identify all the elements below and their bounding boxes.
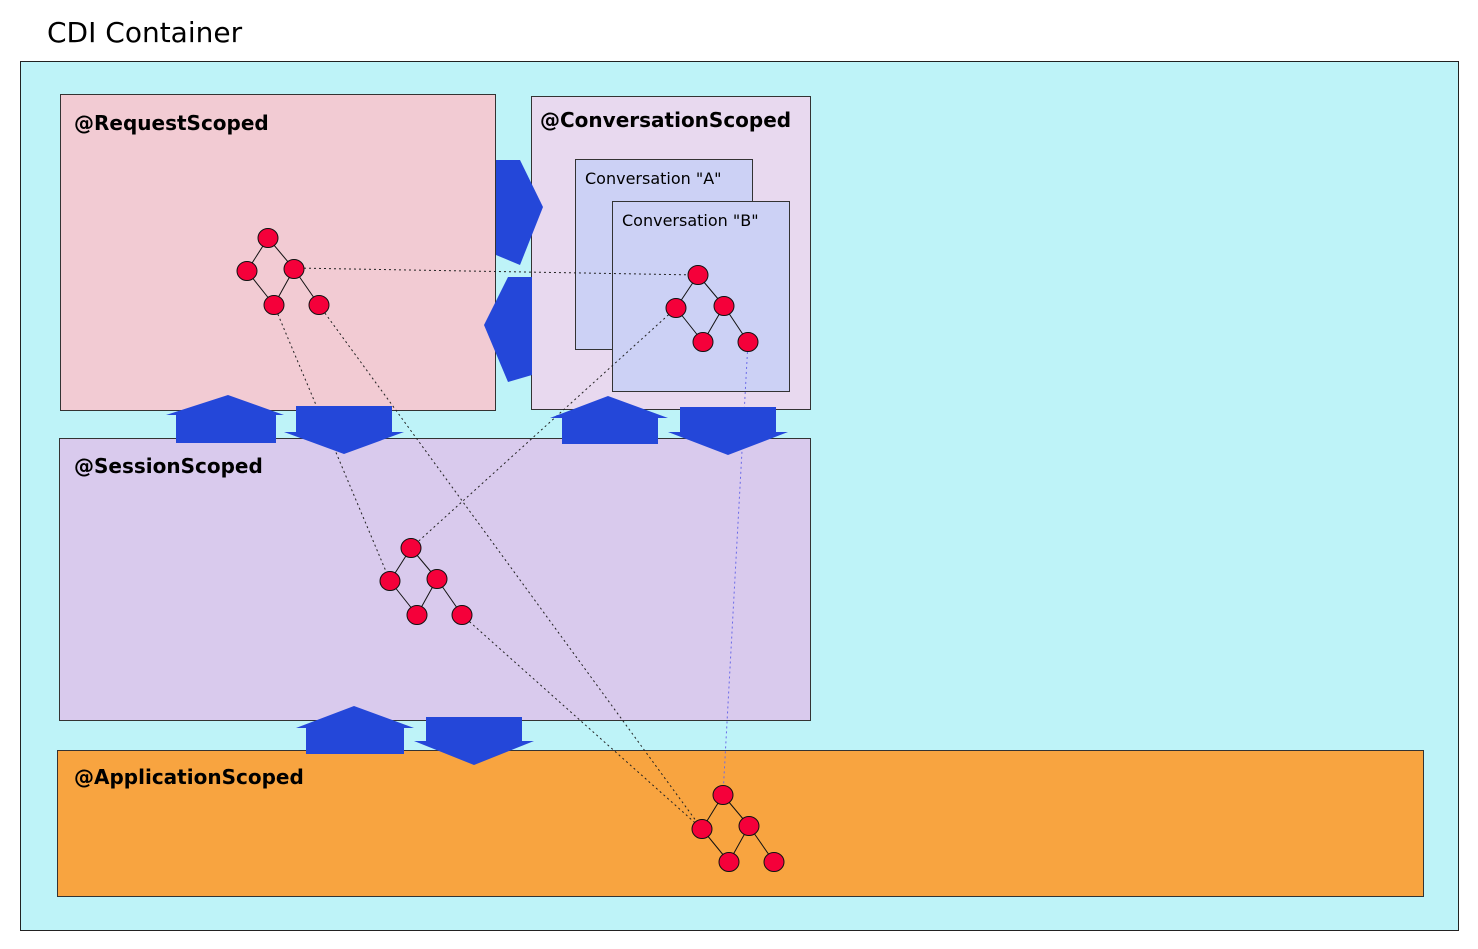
arrow-down-request-to-session: [284, 406, 404, 454]
bean-tree-application: [691, 785, 785, 872]
bean-node: [763, 852, 785, 872]
bean-node: [400, 538, 422, 558]
bean-node: [426, 569, 448, 589]
arrow-up-application-to-session: [296, 706, 414, 754]
bean-node: [712, 785, 734, 805]
arrow-up-session-to-request: [166, 395, 284, 443]
dependency-line: [293, 267, 699, 276]
bean-node: [692, 332, 714, 352]
diagram-title: CDI Container: [47, 16, 243, 49]
conversation-b-box: Conversation "B": [612, 201, 790, 392]
dependency-lines: [273, 267, 703, 830]
bean-node: [283, 259, 305, 279]
bean-node: [379, 571, 401, 591]
bean-tree-request: [236, 228, 330, 315]
conversation-b-label: Conversation "B": [622, 211, 759, 230]
bean-node: [257, 228, 279, 248]
scope-arrows: [166, 160, 788, 765]
bean-node: [738, 816, 760, 836]
dependency-line: [461, 614, 703, 830]
arrow-right-to-conversation: [496, 160, 543, 265]
bean-node: [691, 819, 713, 839]
bean-node: [263, 295, 285, 315]
arrow-up-session-to-conversation: [550, 396, 668, 444]
dependency-line: [318, 304, 703, 830]
application-scope-label: @ApplicationScoped: [74, 765, 304, 789]
bean-node: [713, 296, 735, 316]
request-scope-box: @RequestScoped: [60, 94, 496, 411]
bean-node: [737, 332, 759, 352]
bean-node: [451, 605, 473, 625]
bean-node: [308, 295, 330, 315]
bean-tree-session: [379, 538, 473, 625]
arrow-down-session-to-application: [414, 717, 534, 765]
bean-node: [687, 265, 709, 285]
request-scope-label: @RequestScoped: [74, 111, 269, 135]
arrow-left-to-request: [484, 277, 532, 382]
conversation-scope-label: @ConversationScoped: [540, 108, 792, 132]
bean-node: [718, 852, 740, 872]
bean-node: [406, 605, 428, 625]
bean-tree-conversation: [665, 265, 759, 352]
bean-node: [236, 261, 258, 281]
bean-node: [665, 298, 687, 318]
conversation-a-label: Conversation "A": [585, 169, 722, 188]
session-scope-label: @SessionScoped: [74, 454, 263, 478]
arrow-down-conversation-to-session: [668, 407, 788, 455]
